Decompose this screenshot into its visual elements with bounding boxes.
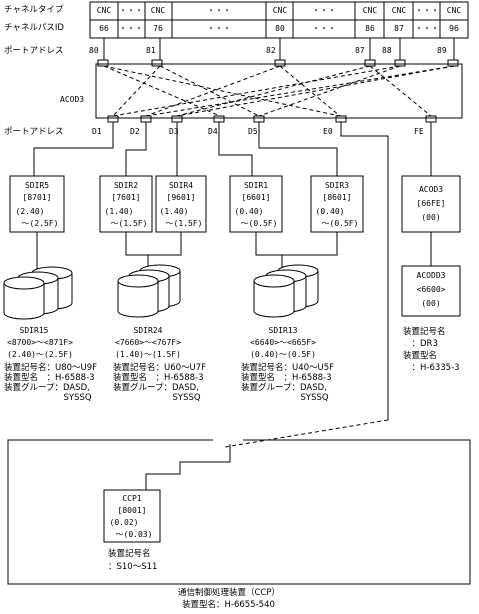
cu-range-start: (2.40)	[15, 207, 45, 216]
cascade-device-info: 装置記号名 ：DR3 装置型名 ：H-6335-3	[403, 327, 460, 373]
disk-stack-sdir24	[117, 264, 181, 318]
channel-path-cell: 86	[365, 24, 375, 33]
bottom-port-label: D3	[169, 127, 179, 136]
channel-type-cell: ・・・	[312, 6, 336, 15]
disk-group-range: (2.40)～(2.5F)	[7, 350, 73, 359]
ccp-device-info: 装置記号名 ：S10～S11	[108, 549, 158, 572]
channel-path-cell: ・・・	[415, 24, 439, 33]
channel-path-cell: ・・・	[207, 24, 231, 33]
cascade-director-address: [66FE]	[416, 199, 446, 208]
top-port-label: 80	[89, 46, 99, 55]
disk-stack-sdir13	[253, 264, 319, 318]
disk-group-name: SDIR15	[19, 326, 49, 335]
channel-type-cell: CNC	[362, 6, 378, 15]
cu-address: [8601]	[322, 193, 352, 202]
cu-address: [9601]	[166, 193, 196, 202]
cascade-director2-range: (00)	[421, 299, 441, 308]
ccp-footer-model: 装置型名：H-6655-540	[182, 600, 275, 610]
disk-group-address: <6640>～<665F>	[250, 338, 316, 347]
top-port-label: 87	[355, 46, 365, 55]
channel-type-cell: ・・・	[415, 6, 439, 15]
cu-name: SDIR5	[24, 181, 50, 190]
top-port-label: 81	[146, 46, 156, 55]
channel-type-cell: CNC	[96, 6, 112, 15]
disk-group-info: 装置記号名：U80～U9F 装置型名 ：H-6588-3 装置グループ：DASD…	[4, 363, 98, 403]
channel-type-cell: CNC	[272, 6, 288, 15]
cascade-director-range: (00)	[421, 213, 441, 222]
channel-path-cell: 66	[99, 24, 109, 33]
director-label: ACOD3	[60, 95, 85, 104]
cu-range-end: ～(0.5F)	[240, 219, 278, 228]
ccp-enclosure	[7, 439, 471, 585]
disk-group-name: SDIR24	[133, 326, 163, 335]
cu-range-start: (1.40)	[159, 207, 189, 216]
cu-range-start: (1.40)	[104, 207, 134, 216]
channel-type-cell: CNC	[150, 6, 166, 15]
cascade-director2-address: <6600>	[416, 285, 446, 294]
ccp-range-start: (0.02)	[109, 518, 139, 527]
ccp-range-end: ～(0.03)	[115, 530, 153, 539]
top-port-address-label: ポートアドレス	[4, 46, 64, 56]
disk-group-range: (1.40)～(1.5F)	[115, 350, 181, 359]
bottom-port-label: FE	[414, 127, 424, 136]
ccp-footer-title: 通信制御処理装置（CCP）	[178, 588, 280, 598]
cu-range-end: ～(1.5F)	[165, 219, 203, 228]
channel-type-cell: ・・・	[207, 6, 231, 15]
cu-range-end: ～(0.5F)	[321, 219, 359, 228]
disk-stack-sdir15	[3, 266, 73, 320]
cu-range-end: ～(1.5F)	[110, 219, 148, 228]
bottom-port-label: D1	[92, 127, 102, 136]
cu-range-end: ～(2.5F)	[21, 219, 59, 228]
disk-group-name: SDIR13	[268, 326, 298, 335]
channel-path-cell: 80	[275, 24, 285, 33]
cu-name: SDIR1	[243, 181, 269, 190]
disk-group-info: 装置記号名：U40～U5F 装置型名 ：H-6588-3 装置グループ：DASD…	[241, 363, 335, 403]
channel-path-cell: ・・・	[312, 24, 336, 33]
director-box	[95, 63, 463, 119]
channel-path-cell: 96	[449, 24, 459, 33]
bottom-port-label: D5	[248, 127, 258, 136]
top-port-label: 89	[437, 46, 447, 55]
cascade-director2-name: ACODD3	[416, 271, 446, 280]
disk-group-address: <8700>～<871F>	[7, 338, 73, 347]
cu-name: SDIR3	[324, 181, 350, 190]
ccp-name: CCP1	[122, 494, 142, 503]
channel-path-cell: 76	[153, 24, 163, 33]
cu-range-start: (0.40)	[315, 207, 345, 216]
bottom-port-address-label: ポートアドレス	[4, 127, 64, 137]
cascade-director-name: ACOD3	[418, 185, 444, 194]
disk-group-info: 装置記号名：U60～U7F 装置型名 ：H-6588-3 装置グループ：DASD…	[113, 363, 207, 403]
top-port-label: 82	[266, 46, 276, 55]
bottom-port-label: D2	[130, 127, 140, 136]
cu-address: [8701]	[22, 193, 52, 202]
channel-path-label: チャネルパスID	[4, 23, 64, 33]
cu-name: SDIR2	[113, 181, 139, 190]
bottom-port-label: E0	[323, 127, 333, 136]
channel-type-cell: ・・・	[119, 6, 143, 15]
bottom-port-label: D4	[208, 127, 218, 136]
top-port-label: 88	[382, 46, 392, 55]
channel-path-cell: ・・・	[119, 24, 143, 33]
channel-type-cell: CNC	[391, 6, 407, 15]
cu-address: [6601]	[241, 193, 271, 202]
cu-address: [7601]	[111, 193, 141, 202]
channel-path-cell: 87	[394, 24, 404, 33]
cu-name: SDIR4	[168, 181, 194, 190]
channel-type-cell: CNC	[446, 6, 462, 15]
disk-group-address: <7660>～<767F>	[115, 338, 181, 347]
internal-paths	[103, 65, 455, 117]
disk-group-range: (0.40)～(0.5F)	[250, 350, 316, 359]
cu-range-start: (0.40)	[234, 207, 264, 216]
ccp-address: [8001]	[117, 506, 147, 515]
channel-type-label: チャネルタイプ	[4, 5, 64, 15]
